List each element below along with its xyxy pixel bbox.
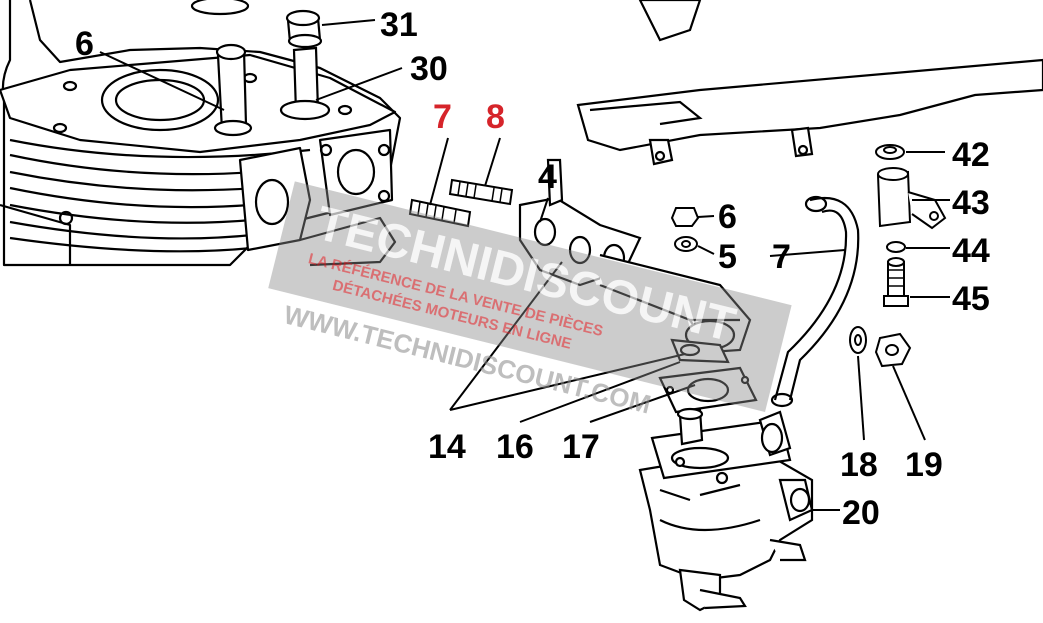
gaskets [658, 338, 758, 414]
callout-labels: 6 31 30 7 8 4 6 5 7 42 43 44 45 14 16 17… [75, 6, 990, 532]
callout-c5: 5 [718, 238, 737, 276]
callout-c7b: 7 [772, 238, 791, 276]
callout-c7a: 7 [433, 98, 452, 136]
callout-c4: 4 [538, 158, 557, 196]
valve-guide [213, 43, 253, 137]
stud-bolts [408, 178, 514, 228]
callout-c14: 14 [428, 428, 466, 466]
callout-c43: 43 [952, 184, 990, 222]
callout-c18: 18 [840, 446, 878, 484]
leader-lines [99, 19, 950, 511]
silencer-bracket [576, 0, 1043, 166]
nut-and-washer [670, 207, 700, 252]
carburettor [638, 407, 814, 612]
throttle-parts [849, 144, 947, 368]
intake-manifold [518, 158, 752, 354]
fuel-hose [770, 195, 860, 408]
callout-c8: 8 [486, 98, 505, 136]
valve-seal [190, 0, 331, 121]
callout-c16: 16 [496, 428, 534, 466]
callout-c31: 31 [380, 6, 418, 44]
callout-c6b: 6 [718, 198, 737, 236]
callout-c45: 45 [952, 280, 990, 318]
callout-c44: 44 [952, 232, 990, 270]
callout-c6a: 6 [75, 25, 94, 63]
callout-c30: 30 [410, 50, 448, 88]
callout-c20: 20 [842, 494, 880, 532]
callout-c42: 42 [952, 136, 990, 174]
callout-c17: 17 [562, 428, 600, 466]
callout-c19: 19 [905, 446, 943, 484]
